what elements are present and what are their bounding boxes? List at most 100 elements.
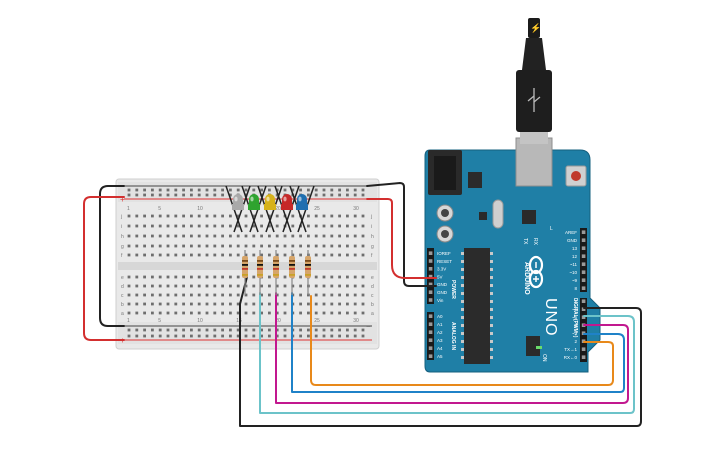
led-group[interactable] bbox=[225, 185, 315, 233]
row-letter: j bbox=[370, 214, 372, 220]
pin-label: ~11 bbox=[570, 262, 578, 267]
column-number: 1 bbox=[127, 206, 130, 212]
pin-label: 2 bbox=[574, 339, 577, 344]
usb-power-icon: ⚡ bbox=[530, 22, 541, 34]
row-letter: g bbox=[121, 244, 124, 250]
uno-model-label: UNO bbox=[542, 298, 559, 337]
row-letter: f bbox=[371, 253, 373, 259]
resistor[interactable] bbox=[242, 250, 248, 295]
arduino-logo bbox=[528, 255, 544, 289]
wire-gnd-rail-bridge[interactable] bbox=[99, 185, 125, 327]
resistor[interactable] bbox=[257, 250, 263, 295]
wire-5v-rail-bridge[interactable] bbox=[83, 196, 125, 341]
crystal bbox=[492, 199, 504, 229]
digital-pin-header-bottom bbox=[580, 298, 587, 362]
pin-label: 5V bbox=[437, 274, 443, 279]
row-letter: a bbox=[121, 311, 124, 317]
pin-label: ~6 bbox=[572, 307, 578, 312]
column-number: 25 bbox=[314, 206, 320, 212]
pin-label: ~3 bbox=[572, 331, 578, 336]
row-letter: h bbox=[371, 234, 374, 240]
chip-pins bbox=[461, 252, 493, 359]
row-letter: f bbox=[121, 253, 123, 259]
pin-label: IOREF bbox=[437, 251, 451, 256]
arduino-uno-board[interactable]: TX RX L ON ARDUINO UNO POWER ANALOG IN D… bbox=[424, 137, 601, 373]
row-letter: h bbox=[121, 234, 124, 240]
usb-chip bbox=[522, 210, 536, 224]
rail-minus-label: − bbox=[366, 322, 371, 331]
pin-label: 13 bbox=[572, 246, 578, 251]
row-letter: e bbox=[371, 275, 374, 281]
wire-orange-signal[interactable] bbox=[310, 295, 614, 386]
pin-label: TX→1 bbox=[564, 347, 577, 352]
pin-label: A2 bbox=[437, 330, 443, 335]
resistor[interactable] bbox=[289, 250, 295, 295]
column-number: 20 bbox=[275, 318, 281, 324]
led-yellow[interactable] bbox=[257, 185, 283, 233]
resistor-group[interactable] bbox=[242, 250, 311, 295]
icsp-header bbox=[526, 336, 540, 356]
usb-cable[interactable]: ⚡ bbox=[516, 18, 552, 144]
usb-port bbox=[515, 137, 553, 187]
wire-cyan-signal[interactable] bbox=[259, 292, 635, 414]
voltage-regulator bbox=[468, 172, 482, 188]
row-letter: c bbox=[121, 293, 124, 299]
atmega-chip bbox=[464, 248, 490, 364]
rail-plus-label: + bbox=[120, 195, 125, 204]
pin-label: 7 bbox=[574, 299, 577, 304]
pin-label: 12 bbox=[572, 254, 578, 259]
l-led-label: L bbox=[550, 226, 553, 232]
pin-label: 3.3V bbox=[437, 267, 446, 272]
column-number: 30 bbox=[353, 206, 359, 212]
pin-label: Vin bbox=[437, 298, 444, 303]
column-number: 25 bbox=[314, 318, 320, 324]
wire-blue-signal[interactable] bbox=[291, 292, 625, 393]
power-pin-labels: IOREF RESET 3.3V 5V GND GND Vin bbox=[428, 251, 452, 303]
pin-label: GND bbox=[567, 238, 578, 243]
pin-label: RESET bbox=[437, 259, 452, 264]
pin-label: 8 bbox=[574, 286, 577, 291]
breadboard-holes bbox=[127, 188, 365, 338]
analog-header-label: ANALOG IN bbox=[450, 322, 456, 350]
pin-label: ~5 bbox=[572, 315, 578, 320]
led-green[interactable] bbox=[241, 185, 267, 233]
pin-label: ~10 bbox=[569, 270, 577, 275]
led-blue[interactable] bbox=[289, 185, 315, 233]
power-header-label: POWER bbox=[450, 280, 456, 299]
led-red[interactable] bbox=[274, 185, 300, 233]
row-letter: d bbox=[371, 284, 374, 290]
pin-label: AREF bbox=[565, 230, 577, 235]
pin-label: RX←0 bbox=[564, 355, 578, 360]
pin-label: A3 bbox=[437, 338, 443, 343]
row-letter: j bbox=[120, 214, 122, 220]
pin-label: A4 bbox=[437, 346, 443, 351]
column-number: 30 bbox=[353, 318, 359, 324]
column-number: 5 bbox=[158, 318, 161, 324]
wire-5v-rail-to-5v[interactable] bbox=[366, 198, 437, 279]
pin-label: A0 bbox=[437, 314, 443, 319]
wire-gnd-rail-to-gnd[interactable] bbox=[366, 182, 437, 287]
digital-header-label: DIGITAL (PWM~) bbox=[572, 298, 578, 338]
column-number: 5 bbox=[158, 206, 161, 212]
row-letter: e bbox=[121, 275, 124, 281]
resistor[interactable] bbox=[273, 250, 279, 295]
led-white[interactable] bbox=[225, 185, 251, 233]
wires[interactable] bbox=[83, 182, 642, 427]
tx-led-label: TX bbox=[522, 238, 528, 245]
pin-label: GND bbox=[437, 290, 448, 295]
wire-black-gnd-signal[interactable] bbox=[239, 276, 642, 427]
row-letter: c bbox=[371, 293, 374, 299]
pin-label: A5 bbox=[437, 354, 443, 359]
pin-label: 4 bbox=[574, 323, 577, 328]
row-letter: a bbox=[371, 311, 374, 317]
rx-led-label: RX bbox=[532, 238, 538, 246]
bottom-power-rail bbox=[118, 322, 377, 344]
resistor[interactable] bbox=[305, 250, 311, 295]
column-number: 20 bbox=[275, 206, 281, 212]
row-letter: i bbox=[371, 224, 372, 230]
pin-label: GND bbox=[437, 282, 448, 287]
arduino-brand-label: ARDUINO bbox=[523, 262, 530, 295]
wire-magenta-signal[interactable] bbox=[275, 292, 629, 404]
row-letter: d bbox=[121, 284, 124, 290]
